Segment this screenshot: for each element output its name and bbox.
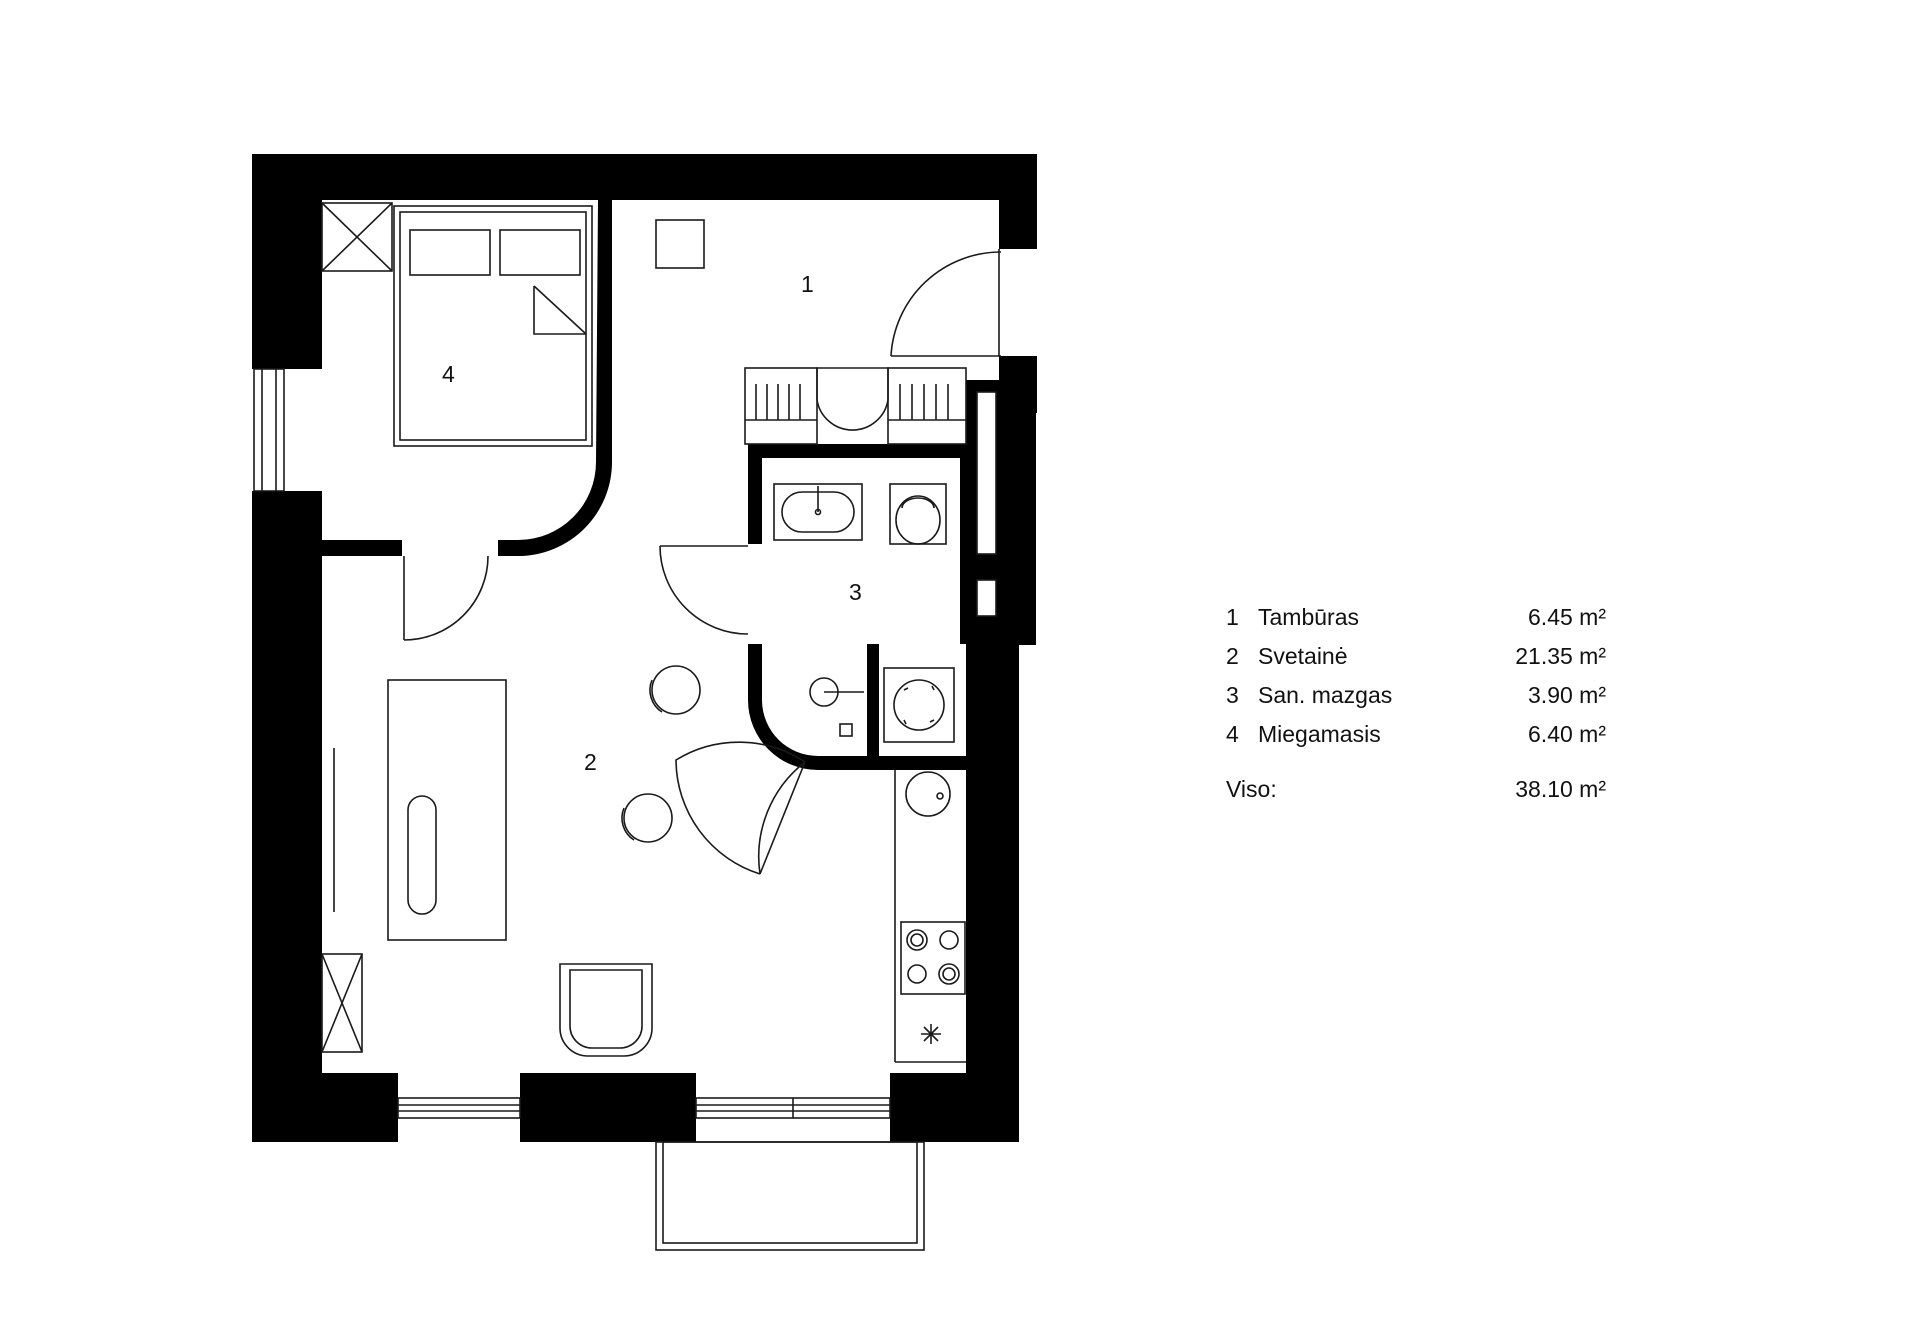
storage-cabinet bbox=[321, 953, 363, 1053]
room-label-4: 4 bbox=[442, 361, 455, 387]
blanket-fold bbox=[533, 286, 586, 335]
legend-row-3: 3 San. mazgas 3.90 m² bbox=[1226, 676, 1606, 715]
doors bbox=[403, 249, 1002, 875]
toilet bbox=[889, 483, 947, 545]
bed bbox=[393, 205, 593, 447]
balcony bbox=[655, 1141, 925, 1251]
living-table bbox=[387, 679, 507, 941]
wall-laundry-divider bbox=[867, 644, 879, 756]
legend-room-name: Tambūras bbox=[1258, 604, 1359, 630]
legend-row-4: 4 Miegamasis 6.40 m² bbox=[1226, 715, 1606, 754]
legend-room-number: 1 bbox=[1226, 604, 1239, 630]
legend-room-area: 6.40 m² bbox=[1528, 721, 1606, 747]
shoe-rack-left bbox=[744, 367, 818, 445]
legend-room-number: 2 bbox=[1226, 643, 1239, 669]
window-bottom-left bbox=[397, 1097, 521, 1119]
entry-cabinet bbox=[655, 219, 705, 269]
washing-machine bbox=[883, 667, 955, 743]
legend-room-number: 4 bbox=[1226, 721, 1239, 747]
shower-drain bbox=[809, 677, 864, 737]
stool-bottom bbox=[621, 793, 673, 843]
legend-total-area: 38.10 m² bbox=[1515, 776, 1606, 802]
wall-bath-right bbox=[960, 444, 972, 644]
wall-right-lower bbox=[966, 645, 1019, 1073]
kitchen-counter bbox=[894, 770, 966, 1063]
shoe-rack-right bbox=[887, 367, 967, 445]
wall-bedroom-curved bbox=[498, 200, 612, 556]
bathroom-sink bbox=[773, 483, 863, 541]
mirror-cabinet bbox=[816, 367, 889, 431]
fridge-snowflake-icon bbox=[921, 1024, 941, 1044]
wall-bedroom-bottom bbox=[322, 540, 402, 556]
window-bottom-right bbox=[695, 1097, 891, 1119]
wall-bath-left bbox=[748, 444, 762, 544]
pillow-right bbox=[499, 229, 581, 276]
legend-row-1: 1 Tambūras 6.45 m² bbox=[1226, 598, 1606, 637]
pillow-left bbox=[409, 229, 491, 276]
wall-top bbox=[252, 154, 1037, 200]
wall-bottom-right bbox=[890, 1073, 1019, 1142]
wall-bottom-left bbox=[252, 1073, 398, 1142]
wall-right-upper bbox=[999, 154, 1037, 249]
kitchen-sink-round bbox=[905, 771, 951, 817]
walls bbox=[252, 154, 1037, 1142]
legend-room-name: Svetainė bbox=[1258, 643, 1348, 669]
entrance-door bbox=[890, 249, 1002, 357]
legend-room-name: Miegamasis bbox=[1258, 721, 1381, 747]
area-legend: 1 Tambūras 6.45 m² 2 Svetainė 21.35 m² 3… bbox=[1226, 598, 1606, 809]
bedroom-door bbox=[403, 555, 489, 641]
wall-left-lower bbox=[252, 491, 322, 1073]
legend-room-area: 6.45 m² bbox=[1528, 604, 1606, 630]
armchair bbox=[559, 963, 653, 1057]
wall-bath-curved bbox=[748, 644, 972, 770]
wall-bath-top bbox=[748, 444, 966, 458]
room-label-3: 3 bbox=[849, 579, 862, 605]
legend-room-name: San. mazgas bbox=[1258, 682, 1393, 708]
legend-room-number: 3 bbox=[1226, 682, 1239, 708]
legend-room-area: 21.35 m² bbox=[1515, 643, 1606, 669]
laundry-door bbox=[675, 741, 806, 875]
room-label-1: 1 bbox=[801, 271, 814, 297]
room-label-2: 2 bbox=[584, 749, 597, 775]
stove bbox=[900, 921, 966, 995]
window-bedroom-left bbox=[253, 368, 285, 492]
bathroom-door bbox=[659, 545, 749, 635]
wall-bottom-middle bbox=[520, 1073, 696, 1142]
wall-left-upper bbox=[252, 154, 322, 369]
legend-row-2: 2 Svetainė 21.35 m² bbox=[1226, 637, 1606, 676]
windows bbox=[253, 368, 925, 1251]
legend-total-row: Viso: 38.10 m² bbox=[1226, 770, 1606, 809]
tall-cabinet bbox=[976, 391, 997, 617]
legend-room-area: 3.90 m² bbox=[1528, 682, 1606, 708]
stool-top bbox=[649, 665, 701, 715]
furniture bbox=[321, 202, 997, 1063]
wardrobe-bedroom bbox=[321, 202, 393, 272]
legend-total-label: Viso: bbox=[1226, 776, 1277, 802]
